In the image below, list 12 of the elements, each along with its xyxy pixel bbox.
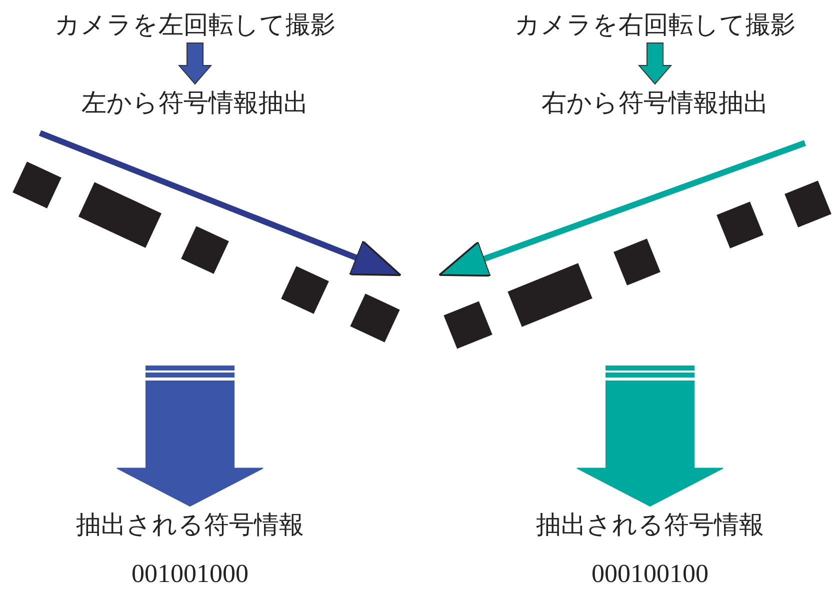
caption-text: カメラを左回転して撮影 bbox=[54, 9, 336, 41]
caption-text: 左から符号情報抽出 bbox=[82, 87, 308, 119]
block-arrow bbox=[638, 42, 672, 85]
caption-text: 抽出される符号情報 bbox=[76, 509, 304, 541]
caption-text: 抽出される符号情報 bbox=[536, 509, 764, 541]
big-block-arrow bbox=[576, 366, 724, 507]
block-arrow bbox=[178, 42, 212, 85]
code-number: 000100100 bbox=[590, 559, 710, 589]
code-number: 001001000 bbox=[130, 559, 250, 589]
caption-text: カメラを右回転して撮影 bbox=[514, 9, 796, 41]
big-block-arrow bbox=[116, 366, 264, 507]
caption-text: 右から符号情報抽出 bbox=[542, 87, 768, 119]
